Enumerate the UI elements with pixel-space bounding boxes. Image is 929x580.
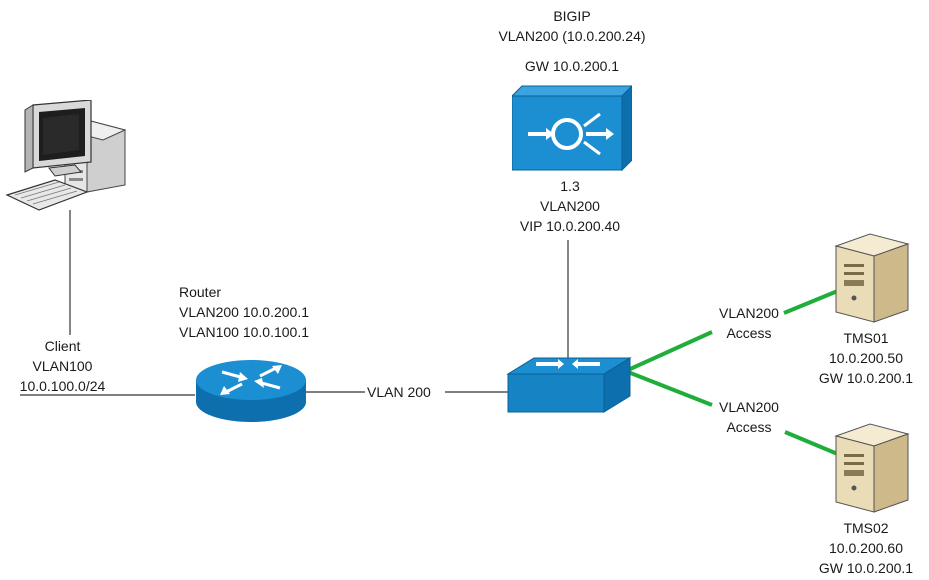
- server-tms02-icon: [834, 423, 910, 513]
- client-label: Client VLAN100 10.0.100.0/24: [0, 336, 125, 396]
- tms02-gateway: GW 10.0.200.1: [818, 560, 914, 576]
- bigip-name: BIGIP: [553, 8, 591, 24]
- tms01-label: TMS01 10.0.200.50 GW 10.0.200.1: [806, 328, 926, 388]
- router-vlan200: VLAN200 10.0.200.1: [179, 304, 309, 320]
- bigip-label: BIGIP VLAN200 (10.0.200.24): [477, 6, 667, 46]
- server-tms01-icon: [834, 233, 910, 323]
- access-label-tms02: VLAN200 Access: [700, 397, 798, 437]
- bigip-gateway: GW 10.0.200.1: [524, 58, 620, 74]
- access2-vlan: VLAN200: [719, 399, 779, 415]
- client-vlan: VLAN100: [32, 358, 93, 374]
- access-label-tms01: VLAN200 Access: [700, 303, 798, 343]
- tms01-gateway: GW 10.0.200.1: [818, 370, 914, 386]
- access-link-tms01-a: [627, 330, 713, 372]
- client-computer-icon: [5, 100, 127, 211]
- tms02-name: TMS02: [843, 520, 889, 536]
- switch-icon: [506, 357, 632, 413]
- bigip-vlan-ip: VLAN200 (10.0.200.24): [498, 28, 646, 44]
- tms01-ip: 10.0.200.50: [829, 350, 903, 366]
- access1-mode: Access: [726, 325, 772, 341]
- access-link-tms01-b: [783, 288, 841, 315]
- access2-mode: Access: [726, 419, 772, 435]
- access-link-tms02-a: [627, 370, 713, 407]
- bigip-port: 1.3: [560, 178, 580, 194]
- link-vlan-label: VLAN 200: [367, 384, 431, 400]
- access1-vlan: VLAN200: [719, 305, 779, 321]
- client-name: Client: [44, 338, 81, 354]
- tms01-name: TMS01: [843, 330, 889, 346]
- router-name: Router: [179, 284, 222, 300]
- router-icon: [196, 360, 306, 422]
- bigip-load-balancer-icon: [512, 85, 632, 172]
- bigip-vip: VIP 10.0.200.40: [519, 218, 621, 234]
- router-label: Router VLAN200 10.0.200.1 VLAN100 10.0.1…: [179, 282, 309, 342]
- router-vlan100: VLAN100 10.0.100.1: [179, 324, 309, 340]
- access-link-tms02-b: [784, 430, 841, 457]
- client-subnet: 10.0.100.0/24: [19, 378, 106, 394]
- tms02-ip: 10.0.200.60: [829, 540, 903, 556]
- bigip-interface-label: 1.3 VLAN200 VIP 10.0.200.40: [480, 176, 660, 236]
- bigip-interface-vlan: VLAN200: [540, 198, 600, 214]
- tms02-label: TMS02 10.0.200.60 GW 10.0.200.1: [806, 518, 926, 578]
